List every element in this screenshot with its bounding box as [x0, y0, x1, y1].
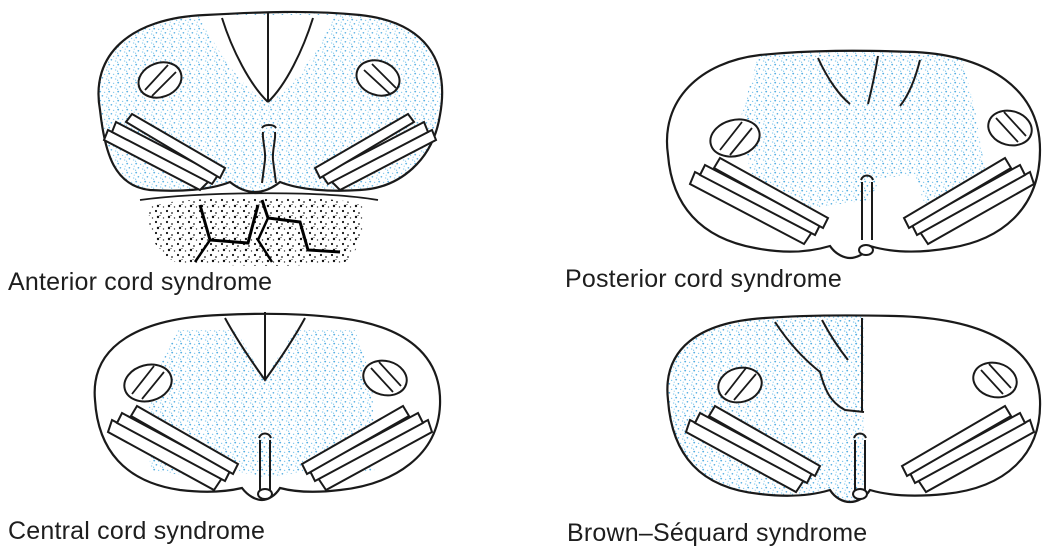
anterior-lesion-shading: [90, 10, 450, 200]
vertebral-body-fragments: [140, 193, 378, 266]
panel-posterior-cord: [667, 50, 1040, 258]
panel-anterior-cord: [90, 10, 450, 266]
tract-right: [969, 358, 1020, 402]
panel-brown-sequard: [660, 310, 1040, 510]
panel-central-cord: [95, 312, 440, 500]
caption-anterior-cord-syndrome: Anterior cord syndrome: [8, 268, 272, 297]
fan-right: [902, 406, 1034, 492]
tract-right: [984, 106, 1035, 150]
caption-posterior-cord-syndrome: Posterior cord syndrome: [565, 265, 842, 294]
caption-central-cord-syndrome: Central cord syndrome: [8, 517, 265, 546]
caption-brown-sequard-syndrome: Brown–Séquard syndrome: [567, 519, 867, 548]
